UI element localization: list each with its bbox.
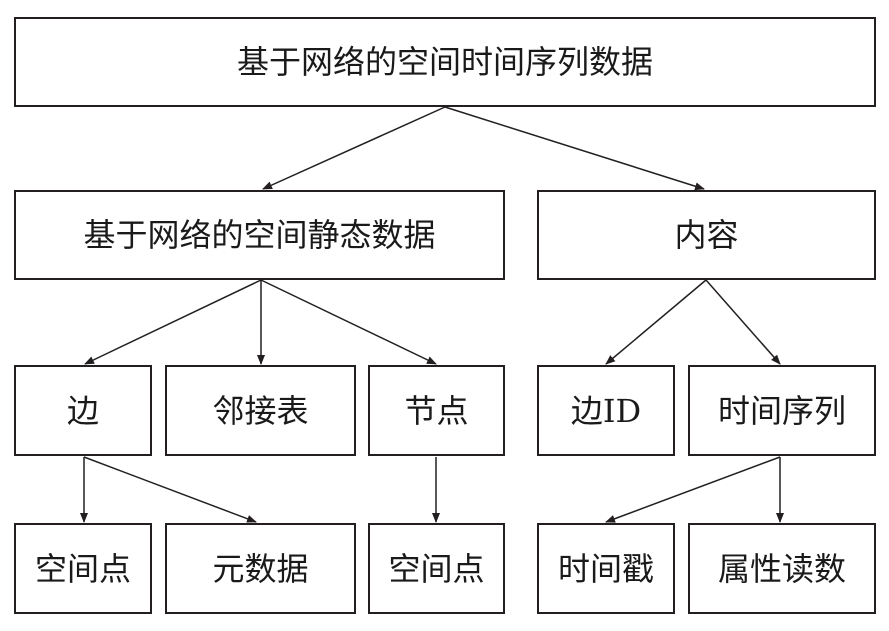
node-edge-spatial-point-label: 空间点 (34, 549, 131, 588)
node-edge-id: 边ID (537, 365, 675, 456)
arrow-content-to-edge-id (605, 279, 707, 365)
arrow-time-series-to-timestamp (605, 456, 781, 523)
node-attribute-reading: 属性读数 (688, 523, 876, 614)
node-edge-spatial-point: 空间点 (14, 523, 152, 614)
node-node: 节点 (368, 365, 505, 456)
node-edge-id-label: 边ID (570, 391, 642, 430)
node-attribute-reading-label: 属性读数 (717, 549, 846, 588)
node-timestamp-label: 时间戳 (557, 549, 654, 588)
arrow-root-to-static (262, 106, 446, 190)
node-time-series: 时间序列 (688, 365, 876, 456)
arrow-content-to-time-series (705, 279, 781, 365)
arrow-root-to-content (444, 106, 705, 191)
node-root-label: 基于网络的空间时间序列数据 (236, 43, 653, 81)
node-node-spatial-point: 空间点 (368, 523, 505, 614)
node-adjacency-list-label: 邻接表 (212, 391, 309, 430)
node-timestamp: 时间戳 (537, 523, 675, 614)
node-adjacency-list: 邻接表 (165, 365, 356, 456)
node-edge: 边 (14, 365, 152, 456)
node-node-spatial-point-label: 空间点 (388, 549, 485, 588)
arrow-static-to-node (260, 279, 437, 365)
node-metadata: 元数据 (165, 523, 356, 614)
node-static-data-label: 基于网络的空间静态数据 (83, 216, 436, 254)
node-node-label: 节点 (404, 391, 469, 430)
node-content-label: 内容 (674, 216, 739, 254)
node-metadata-label: 元数据 (212, 549, 309, 588)
node-root: 基于网络的空间时间序列数据 (14, 17, 876, 107)
node-content: 内容 (537, 190, 876, 280)
node-static-data: 基于网络的空间静态数据 (14, 190, 505, 280)
arrow-edge-to-metadata (83, 456, 257, 523)
arrow-static-to-edge (84, 279, 262, 365)
node-time-series-label: 时间序列 (717, 391, 846, 430)
node-edge-label: 边 (66, 391, 99, 430)
